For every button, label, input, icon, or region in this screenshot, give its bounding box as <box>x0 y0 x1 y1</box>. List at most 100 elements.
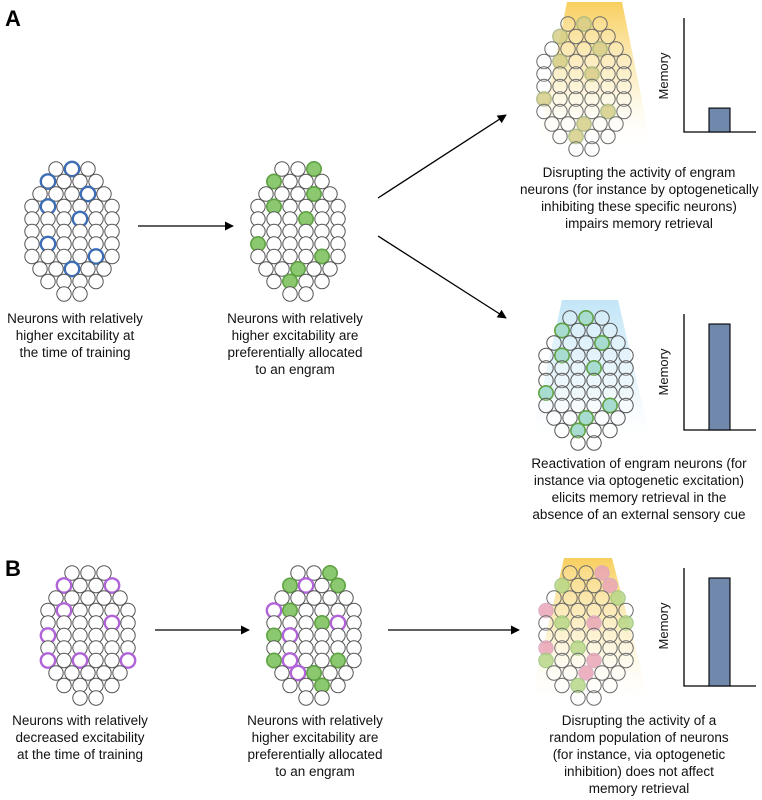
caption-line: Reactivation of engram neurons (for <box>531 456 747 471</box>
neuron <box>562 665 578 681</box>
caption-line: at the time of training <box>16 747 144 762</box>
neuron <box>298 173 314 190</box>
neuron <box>322 261 338 277</box>
neuron <box>80 261 96 277</box>
caption-line: higher excitability are <box>231 328 359 343</box>
neuron <box>552 91 568 107</box>
neuron <box>96 565 112 581</box>
neuron <box>586 615 602 631</box>
chart-axes <box>683 314 756 431</box>
caption-line: random population of neurons <box>549 730 729 745</box>
neuron <box>552 128 568 145</box>
neuron <box>48 161 64 177</box>
memory-chart-inhibition: Memory <box>656 18 756 133</box>
neuron <box>88 690 104 706</box>
neuron <box>274 261 290 277</box>
caption-line: Neurons with relatively <box>247 713 383 728</box>
neuron <box>584 91 600 107</box>
neuron <box>250 248 266 265</box>
memory-chart-random-inhibition: Memory <box>656 568 756 687</box>
neuron <box>570 372 586 389</box>
caption-line: the time of training <box>19 345 131 360</box>
neuron <box>570 385 586 401</box>
neuron <box>274 590 290 606</box>
caption-line: higher excitability are <box>251 730 379 745</box>
neuron <box>554 677 570 694</box>
neuron <box>314 690 330 706</box>
neuron <box>600 103 616 120</box>
caption-line: (for instance, via optogenetic <box>552 747 726 762</box>
neuron <box>618 372 634 389</box>
neuron <box>96 186 112 202</box>
neuron <box>32 261 48 277</box>
neuron <box>322 186 338 202</box>
neuron <box>63 160 81 178</box>
neuron <box>570 690 586 706</box>
neuron <box>266 273 282 290</box>
neuron <box>554 577 570 594</box>
memory-bar <box>708 323 731 431</box>
neuron <box>282 677 298 694</box>
neuron <box>578 565 594 581</box>
neuron-cluster-a-allocation <box>250 161 346 302</box>
neuron <box>64 565 80 581</box>
neuron <box>610 665 626 681</box>
neuron <box>576 41 592 57</box>
neuron <box>586 322 602 339</box>
neuron <box>552 103 568 120</box>
neuron <box>600 53 616 70</box>
neuron <box>104 677 120 694</box>
neuron <box>322 590 338 606</box>
neuron <box>554 372 570 389</box>
neuron <box>538 615 554 631</box>
neuron <box>536 91 552 107</box>
chart-ylabel: Memory <box>656 602 671 649</box>
caption-line: Neurons with relatively <box>227 311 363 326</box>
arrow-a-to-excitation <box>377 235 507 319</box>
neuron <box>536 103 552 120</box>
neuron <box>63 260 81 278</box>
caption-a-allocation: Neurons with relatively higher excitabili… <box>220 310 370 378</box>
panel-label-b: B <box>5 556 21 581</box>
neuron <box>608 116 624 132</box>
neuron <box>544 116 560 132</box>
neuron <box>562 590 578 606</box>
neuron <box>538 347 554 364</box>
neuron <box>618 615 634 631</box>
neuron <box>306 590 322 606</box>
neuron <box>584 28 600 45</box>
neuron <box>570 602 586 619</box>
neuron <box>306 261 322 277</box>
neuron <box>586 577 602 594</box>
neuron <box>546 665 562 681</box>
neuron <box>305 161 322 178</box>
caption-line: to an engram <box>255 362 335 377</box>
neuron <box>570 640 586 656</box>
neuron <box>554 422 570 439</box>
neuron <box>585 359 602 376</box>
neuron <box>594 310 610 326</box>
neuron <box>602 602 618 619</box>
caption-line: decreased excitability <box>15 730 145 745</box>
chart-ylabel: Memory <box>656 52 671 99</box>
neuron <box>55 577 73 594</box>
neuron <box>289 664 307 682</box>
arrow-a-to-inhibition <box>377 114 507 199</box>
neuron <box>570 347 586 364</box>
neuron <box>602 640 618 656</box>
neuron <box>554 360 570 376</box>
neuron <box>586 627 602 644</box>
neuron <box>314 652 330 669</box>
neuron <box>103 577 121 594</box>
neuron <box>618 640 634 656</box>
neuron <box>314 577 330 594</box>
neuron <box>80 565 96 581</box>
neuron <box>298 248 314 265</box>
neuron <box>265 652 282 669</box>
caption-b-allocation: Neurons with relatively higher excitabili… <box>240 712 390 780</box>
neuron <box>80 161 96 177</box>
neuron <box>56 286 72 302</box>
